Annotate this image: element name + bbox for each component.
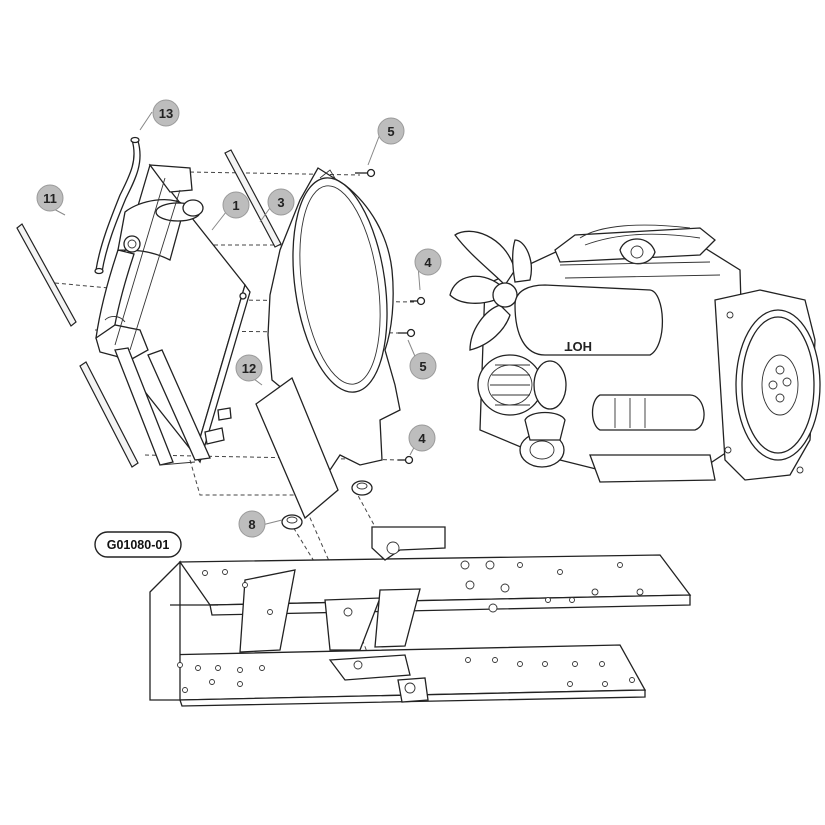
callout-13: 13 [152, 99, 180, 127]
callout-4-upper: 4 [414, 248, 442, 276]
rod-3 [224, 149, 282, 248]
figure-code-text: G01080-01 [107, 538, 170, 552]
svg-text:3: 3 [277, 195, 284, 210]
callout-3: 3 [267, 188, 295, 216]
svg-text:13: 13 [159, 106, 173, 121]
svg-text:4: 4 [424, 255, 432, 270]
guard-plate-12 [255, 376, 339, 520]
svg-text:5: 5 [387, 124, 394, 139]
svg-text:8: 8 [248, 517, 255, 532]
fan-shroud [267, 167, 401, 472]
svg-text:12: 12 [242, 361, 256, 376]
bolt-mid-5 [398, 328, 416, 338]
svg-text:1: 1 [232, 198, 239, 213]
bolt-mid-4 [410, 296, 426, 306]
callout-12: 12 [235, 354, 263, 382]
bolt-lower-4 [398, 455, 414, 465]
rubber-mount-lower [281, 514, 303, 530]
svg-text:5: 5 [419, 359, 426, 374]
callout-11: 11 [36, 184, 64, 212]
bolt-upper [355, 168, 376, 178]
hose-13 [94, 136, 141, 275]
figure-code-badge: G01080-01 [94, 531, 182, 558]
rubber-mount-upper [351, 480, 373, 496]
chassis-frame [149, 526, 692, 707]
callout-8: 8 [238, 510, 266, 538]
callout-5-lower: 5 [409, 352, 437, 380]
engine-cover-label: HOT [565, 339, 593, 354]
callout-5-upper: 5 [377, 117, 405, 145]
rod-lower-left [79, 361, 139, 468]
radiator [95, 163, 251, 466]
svg-text:4: 4 [418, 431, 426, 446]
svg-text:11: 11 [43, 191, 57, 206]
rod-11 [16, 223, 77, 327]
engine-assembly: HOT [449, 224, 821, 483]
callout-1: 1 [222, 191, 250, 219]
callout-4-lower: 4 [408, 424, 436, 452]
